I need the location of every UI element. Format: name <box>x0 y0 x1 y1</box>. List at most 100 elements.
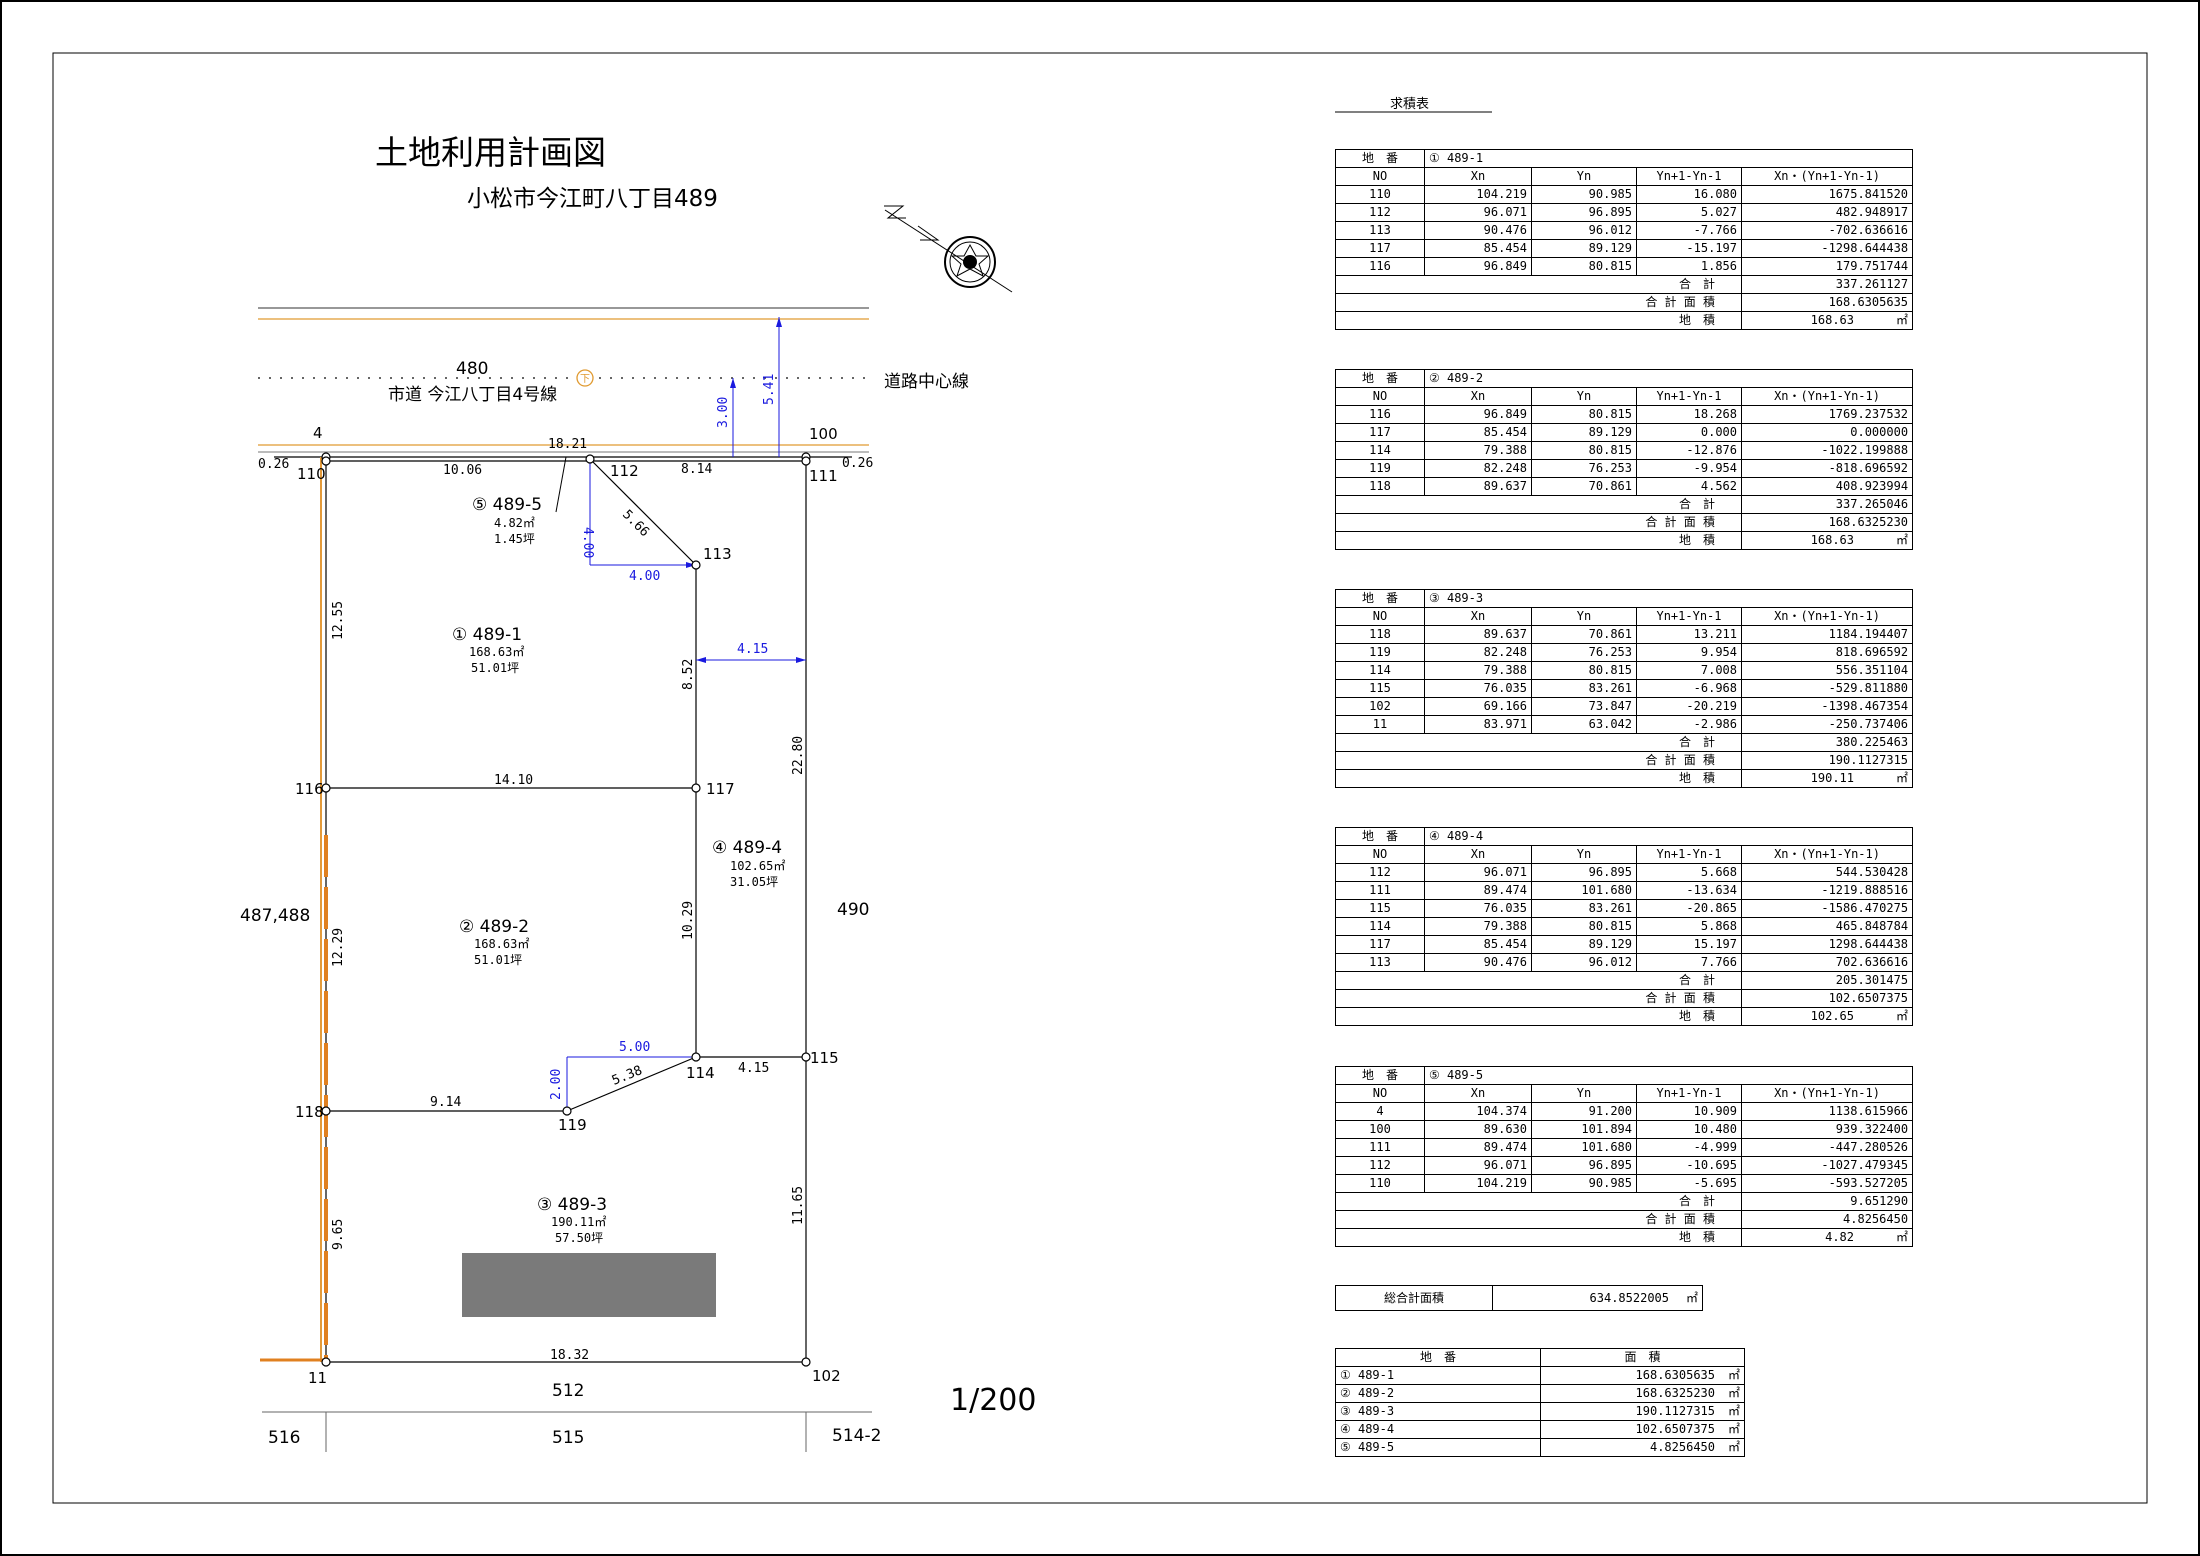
parcel-name: ④ 489-4 <box>1423 827 1914 846</box>
h-yn: Yn <box>1531 387 1637 406</box>
aux-dim-415: 4.15 <box>737 642 768 657</box>
neighbor-north: 480 <box>456 359 488 379</box>
road <box>258 307 870 453</box>
h-dy: Yn+1-Yn-1 <box>1636 167 1742 186</box>
parcel-4-label: ④ 489-4 <box>712 838 782 858</box>
h-chiban: 地 番 <box>1335 369 1425 388</box>
h-dy: Yn+1-Yn-1 <box>1636 845 1742 864</box>
sum-value: 337.265046 <box>1740 495 1914 514</box>
survey-points <box>321 452 811 1367</box>
dim-1029: 10.29 <box>681 901 696 940</box>
dim-026-right: 0.26 <box>842 456 873 471</box>
total-area-label: 合 計 面 積 <box>1335 989 1742 1008</box>
h-xn: Xn <box>1424 1084 1532 1103</box>
point-118: 118 <box>295 1103 324 1121</box>
drawing-address: 小松市今江町八丁目489 <box>467 186 718 212</box>
total-area-label: 合 計 面 積 <box>1335 1210 1742 1229</box>
sum-label: 合 計 <box>1335 971 1742 990</box>
parcel-3-area: 190.11㎡ <box>551 1215 606 1229</box>
total-area-value: 190.1127315 <box>1740 751 1914 770</box>
h-chiban: 地 番 <box>1335 589 1425 608</box>
parcel-4-tsubo: 31.05坪 <box>730 875 778 889</box>
aux-dim-500: 5.00 <box>619 1040 650 1055</box>
point-116: 116 <box>295 780 324 798</box>
parcel-2-area: 168.63㎡ <box>474 937 529 951</box>
dim-814: 8.14 <box>681 462 712 477</box>
sum-value: 337.261127 <box>1740 275 1914 294</box>
area-label: 地 積 <box>1335 1228 1742 1247</box>
h-prod: Xn・(Yn+1-Yn-1) <box>1740 387 1914 406</box>
sum-value: 205.301475 <box>1740 971 1914 990</box>
point-115: 115 <box>810 1049 839 1067</box>
parcel-3-label: ③ 489-3 <box>537 1195 607 1215</box>
total-area-value: 168.6325230 <box>1740 513 1914 532</box>
neighbor-sw: 516 <box>268 1428 300 1448</box>
aux-dim-400-v: 4.00 <box>580 527 595 558</box>
h-yn: Yn <box>1531 1084 1637 1103</box>
h-prod: Xn・(Yn+1-Yn-1) <box>1740 607 1914 626</box>
h-no: NO <box>1335 607 1425 626</box>
road-marker-text: 下 <box>580 374 590 385</box>
h-xn: Xn <box>1424 607 1532 626</box>
aux-dim-200: 2.00 <box>549 1069 564 1100</box>
neighbor-s: 515 <box>552 1428 584 1448</box>
h-xn: Xn <box>1424 167 1532 186</box>
calc-heading: 求積表 <box>1390 97 1429 112</box>
dim-1006: 10.06 <box>443 463 482 478</box>
h-no: NO <box>1335 1084 1425 1103</box>
parcel-2-label: ② 489-2 <box>459 917 529 937</box>
sum-label: 合 計 <box>1335 275 1742 294</box>
total-area-label: 合 計 面 積 <box>1335 293 1742 312</box>
aux-dim-400-h: 4.00 <box>629 569 660 584</box>
h-dy: Yn+1-Yn-1 <box>1636 1084 1742 1103</box>
h-chiban: 地 番 <box>1335 827 1425 846</box>
h-dy: Yn+1-Yn-1 <box>1636 607 1742 626</box>
dim-026-left: 0.26 <box>258 457 289 472</box>
h-prod: Xn・(Yn+1-Yn-1) <box>1740 167 1914 186</box>
point-102: 102 <box>812 1367 841 1385</box>
point-4: 4 <box>313 424 323 442</box>
area-label: 地 積 <box>1335 769 1742 788</box>
h-prod: Xn・(Yn+1-Yn-1) <box>1740 845 1914 864</box>
dim-415-bottom: 4.15 <box>738 1061 769 1076</box>
neighbor-south: 512 <box>552 1381 584 1401</box>
dim-1821: 18.21 <box>548 437 587 452</box>
point-112: 112 <box>610 462 639 480</box>
dim-852: 8.52 <box>681 659 696 690</box>
total-area-label: 合 計 面 積 <box>1335 513 1742 532</box>
parcel-1-label: ① 489-1 <box>452 625 522 645</box>
total-area-value: 168.6305635 <box>1740 293 1914 312</box>
h-no: NO <box>1335 387 1425 406</box>
parcel-1-area: 168.63㎡ <box>469 645 524 659</box>
parcel-5-label: ⑤ 489-5 <box>472 495 542 515</box>
parcel-name: ⑤ 489-5 <box>1423 1066 1914 1085</box>
parcel-2-tsubo: 51.01坪 <box>474 953 522 967</box>
